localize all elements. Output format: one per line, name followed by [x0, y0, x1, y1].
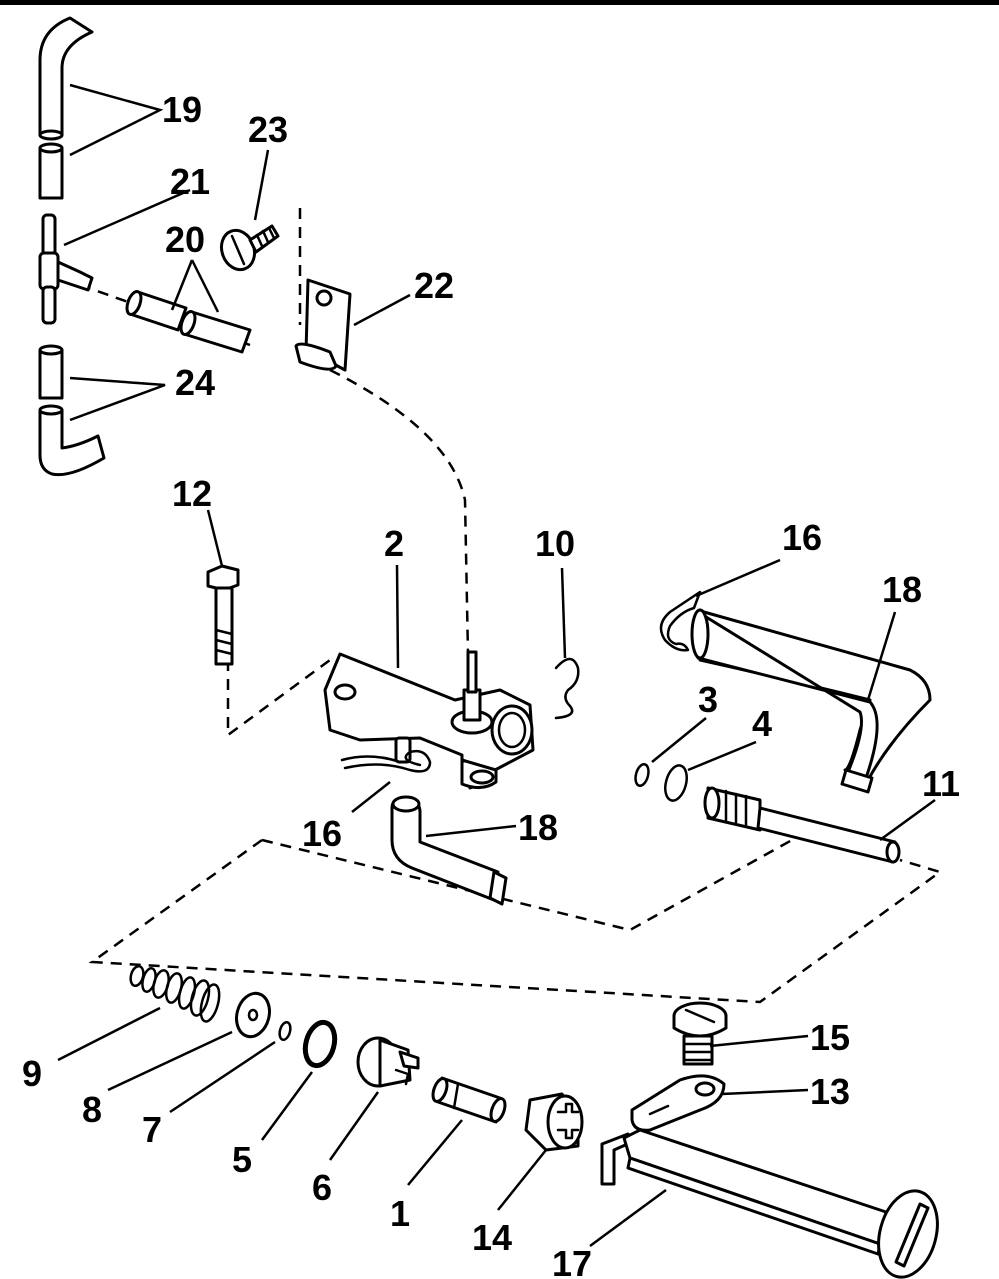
- part-16-spring-clip-lower: [340, 749, 432, 773]
- callout-6: 6: [312, 1167, 332, 1208]
- part-10-clip: [554, 657, 580, 720]
- callout-3: 3: [698, 679, 718, 720]
- part-15-screw: [672, 1001, 728, 1066]
- callout-10: 10: [535, 523, 575, 564]
- part-16-spring-clip-upper: [659, 590, 702, 652]
- part-4-o-ring: [664, 764, 688, 802]
- part-7-o-ring: [278, 1020, 292, 1042]
- part-14-screw-cap: [524, 1092, 584, 1152]
- part-17-lever: [600, 1128, 939, 1279]
- part-13-plate: [630, 1074, 726, 1132]
- callout-18-lower: 18: [518, 807, 558, 848]
- assembly-lines: [79, 208, 943, 1004]
- callout-labels: 19 23 21 20 22 24 12 2 10 16 18 3 4 11 1…: [22, 89, 960, 1279]
- callout-14: 14: [472, 1217, 512, 1258]
- callout-16-upper: 16: [782, 517, 822, 558]
- part-18-hose-upper: [690, 608, 932, 794]
- part-3-o-ring: [634, 763, 650, 787]
- callout-4: 4: [752, 703, 772, 744]
- callout-19: 19: [162, 89, 202, 130]
- callout-17: 17: [552, 1243, 592, 1279]
- top-border: [0, 0, 999, 5]
- callout-22: 22: [414, 265, 454, 306]
- part-8-washer: [235, 991, 271, 1039]
- leader-lines: [57, 83, 936, 1248]
- callout-20: 20: [165, 219, 205, 260]
- part-11-shaft: [703, 786, 901, 864]
- part-6-valve: [356, 1036, 420, 1088]
- part-12-bolt: [206, 564, 240, 666]
- part-21-tee-fitting: [38, 213, 94, 325]
- callout-13: 13: [810, 1071, 850, 1112]
- callout-7: 7: [142, 1109, 162, 1150]
- callout-15: 15: [810, 1017, 850, 1058]
- callout-23: 23: [248, 109, 288, 150]
- part-22-clip: [294, 278, 352, 372]
- callout-18-upper: 18: [882, 569, 922, 610]
- callout-1: 1: [390, 1193, 410, 1234]
- callout-24: 24: [175, 362, 215, 403]
- callout-11: 11: [922, 763, 960, 804]
- callout-9: 9: [22, 1053, 42, 1094]
- part-5-o-ring: [302, 1019, 338, 1069]
- part-2-body: [323, 650, 535, 790]
- callout-5: 5: [232, 1139, 252, 1180]
- callout-2: 2: [384, 523, 404, 564]
- part-23-screw: [219, 224, 280, 272]
- callout-12: 12: [172, 473, 212, 514]
- callout-8: 8: [82, 1089, 102, 1130]
- part-18-hose-lower: [390, 795, 508, 906]
- part-9-spring: [129, 964, 221, 1023]
- part-19-hoses: [38, 16, 94, 200]
- part-1-pin: [431, 1076, 507, 1124]
- part-24-hoses: [38, 344, 106, 477]
- part-20-short-hoses: [125, 290, 252, 354]
- callout-16-lower: 16: [302, 813, 342, 854]
- callout-21: 21: [170, 161, 210, 202]
